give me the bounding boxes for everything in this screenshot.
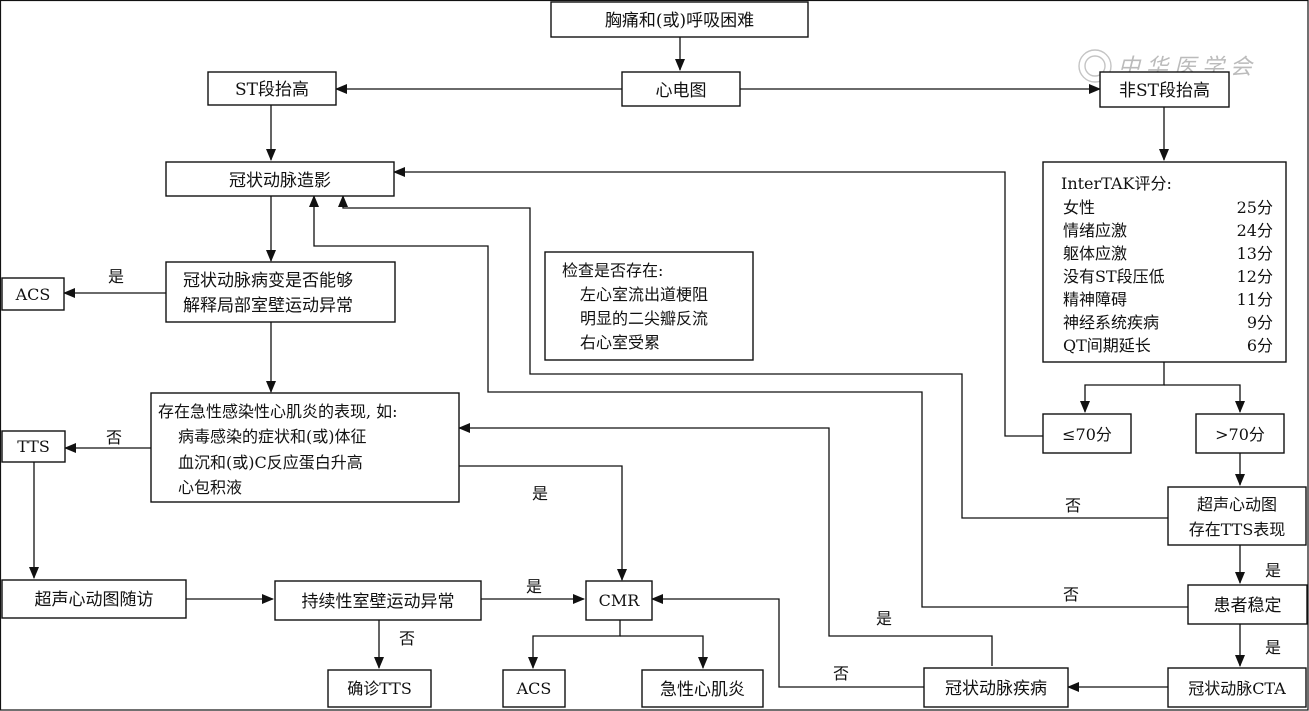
node-score-high: >70分	[1195, 413, 1285, 454]
node-echo-tts: 超声心动图 存在TTS表现	[1167, 486, 1307, 546]
svg-text:TTS: TTS	[17, 437, 50, 456]
svg-text:>70分: >70分	[1215, 425, 1265, 444]
node-myocarditis-question: 存在急性感染性心肌炎的表现, 如: 病毒感染的症状和(或)体征 血沉和(或)C反…	[150, 392, 460, 503]
node-patient-stable: 患者稳定	[1187, 584, 1308, 625]
svg-text:存在急性感染性心肌炎的表现, 如:: 存在急性感染性心肌炎的表现, 如:	[158, 402, 398, 421]
intertak-title: InterTAK评分:	[1061, 174, 1172, 193]
node-acs-bottom: ACS	[502, 669, 566, 708]
node-tts-left: TTS	[1, 430, 66, 463]
node-acs-top: ACS	[1, 277, 65, 311]
intertak-item-score: 11分	[1237, 290, 1273, 309]
svg-text:血沉和(或)C反应蛋白升高: 血沉和(或)C反应蛋白升高	[178, 453, 363, 472]
svg-text:冠状动脉疾病: 冠状动脉疾病	[945, 679, 1047, 699]
svg-text:患者稳定: 患者稳定	[1214, 596, 1282, 616]
intertak-item-label: 精神障碍	[1063, 290, 1127, 309]
node-coronary-cta: 冠状动脉CTA	[1167, 667, 1307, 708]
intertak-item-score: 13分	[1237, 244, 1273, 263]
label-no-echo: 否	[1065, 496, 1081, 515]
node-check-box: 检查是否存在: 左心室流出道梗阻 明显的二尖瓣反流 右心室受累	[544, 251, 754, 361]
label-yes-persistent: 是	[526, 577, 542, 596]
intertak-item-label: 女性	[1063, 198, 1095, 217]
node-score-low: ≤70分	[1042, 413, 1132, 454]
node-st-elevation: ST段抬高	[207, 71, 337, 106]
svg-text:心电图: 心电图	[656, 81, 707, 101]
check-title: 检查是否存在:	[562, 261, 663, 280]
intertak-item-label: QT间期延长	[1063, 336, 1151, 355]
intertak-item-score: 25分	[1237, 198, 1273, 217]
svg-text:≤70分: ≤70分	[1062, 425, 1112, 444]
svg-text:病毒感染的症状和(或)体征: 病毒感染的症状和(或)体征	[178, 427, 367, 446]
check-line: 明显的二尖瓣反流	[580, 309, 708, 328]
svg-text:急性心肌炎: 急性心肌炎	[660, 680, 745, 700]
label-yes-cmr: 是	[532, 484, 548, 503]
svg-text:冠状动脉病变是否能够: 冠状动脉病变是否能够	[183, 271, 353, 291]
node-intertak-score: InterTAK评分: 女性 25分 情绪应激 24分 躯体应激 13分 没有S…	[1042, 161, 1287, 363]
label-no-tts: 否	[106, 428, 122, 447]
svg-text:存在TTS表现: 存在TTS表现	[1189, 520, 1286, 539]
intertak-item-label: 神经系统疾病	[1063, 313, 1159, 332]
node-chest-pain: 胸痛和(或)呼吸困难	[550, 1, 809, 38]
label-yes-stable: 是	[1265, 638, 1281, 657]
svg-text:冠状动脉造影: 冠状动脉造影	[229, 171, 331, 191]
svg-text:ST段抬高: ST段抬高	[235, 80, 309, 100]
intertak-item-label: 没有ST段压低	[1063, 267, 1165, 286]
node-ecg: 心电图	[621, 71, 741, 107]
check-line: 右心室受累	[580, 333, 660, 352]
intertak-item-score: 12分	[1237, 267, 1273, 286]
intertak-item-score: 9分	[1247, 313, 1273, 332]
svg-text:心包积液: 心包积液	[178, 478, 242, 497]
svg-text:超声心动图随访: 超声心动图随访	[35, 590, 154, 610]
edge-labels: 是 否 是 是 否 否 是 否 是 是 否	[106, 267, 1281, 683]
node-persistent-wma: 持续性室壁运动异常	[274, 580, 482, 621]
svg-text:ACS: ACS	[15, 285, 51, 304]
svg-text:冠状动脉CTA: 冠状动脉CTA	[1188, 679, 1286, 698]
intertak-item-score: 24分	[1237, 221, 1273, 240]
svg-text:CMR: CMR	[599, 591, 641, 610]
svg-text:ACS: ACS	[516, 679, 552, 698]
label-no-coronary-disease: 否	[833, 664, 849, 683]
svg-text:非ST段抬高: 非ST段抬高	[1119, 81, 1210, 101]
node-coronary-angiography: 冠状动脉造影	[165, 161, 395, 197]
svg-text:持续性室壁运动异常: 持续性室壁运动异常	[302, 592, 455, 612]
label-yes-coronary-disease: 是	[876, 609, 892, 628]
intertak-item-score: 6分	[1247, 336, 1273, 355]
label-yes-echo: 是	[1265, 561, 1281, 580]
label-no-confirm-tts: 否	[399, 629, 415, 648]
label-yes-acs: 是	[108, 267, 124, 286]
node-non-st-elevation: 非ST段抬高	[1099, 71, 1230, 108]
svg-text:解释局部室壁运动异常: 解释局部室壁运动异常	[183, 296, 353, 316]
label-no-stable: 否	[1063, 585, 1079, 604]
node-echo-followup: 超声心动图随访	[1, 579, 187, 619]
svg-text:确诊TTS: 确诊TTS	[347, 679, 412, 698]
node-confirm-tts: 确诊TTS	[327, 669, 432, 708]
connectors	[29, 37, 1245, 692]
node-coronary-disease: 冠状动脉疾病	[923, 667, 1069, 708]
svg-text:胸痛和(或)呼吸困难: 胸痛和(或)呼吸困难	[605, 11, 754, 31]
node-cmr: CMR	[585, 580, 653, 621]
intertak-item-label: 躯体应激	[1063, 244, 1127, 263]
node-acute-myocarditis: 急性心肌炎	[641, 669, 764, 708]
intertak-item-label: 情绪应激	[1063, 221, 1127, 240]
node-explain-question: 冠状动脉病变是否能够 解释局部室壁运动异常	[165, 261, 396, 323]
svg-text:超声心动图: 超声心动图	[1197, 495, 1277, 514]
check-line: 左心室流出道梗阻	[580, 285, 708, 304]
